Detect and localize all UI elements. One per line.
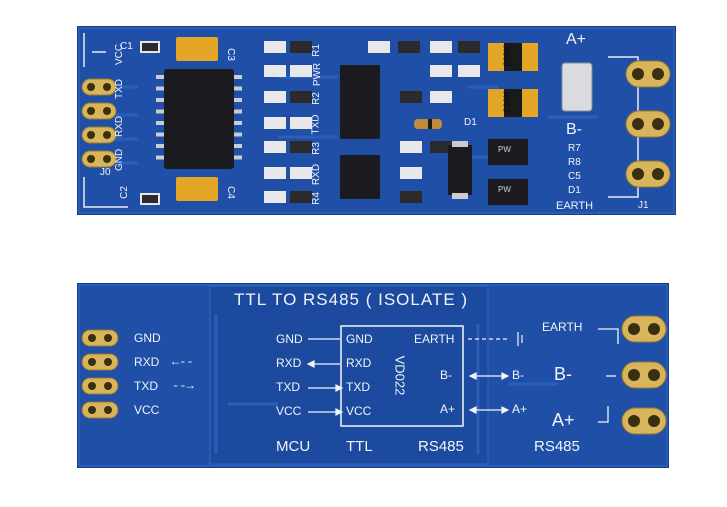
ttl-pin-txd: TXD — [346, 380, 370, 394]
smd-diode-2 — [488, 179, 528, 205]
label-r7: R7 — [568, 143, 581, 154]
label-r2: R2 — [310, 92, 322, 105]
bottom-right-pads — [621, 315, 667, 435]
label-rxd-led: RXD — [311, 163, 323, 186]
mcu-pin-txd: TXD — [276, 380, 300, 394]
label-pwr: PWR — [312, 62, 324, 87]
tvs2-marking: X60J — [501, 91, 512, 113]
left-pin-txd: TXD — [134, 379, 158, 393]
label-txd: TXD — [114, 79, 125, 99]
label-b-minus-bottom: B- — [554, 364, 572, 384]
transceiver-ic — [340, 65, 380, 139]
resistor-array — [264, 41, 312, 203]
bottom-title: TTL TO RS485 ( ISOLATE ) — [234, 290, 469, 309]
bottom-pcb-board: TTL TO RS485 ( ISOLATE ) GND RXD TXD VCC… — [77, 283, 669, 468]
tantalum-cap-c4 — [176, 177, 218, 201]
smd-diode-1 — [488, 139, 528, 165]
left-pin-vcc: VCC — [134, 403, 160, 417]
label-rs485-outer: RS485 — [534, 438, 580, 455]
module-pin-a: A+ — [440, 402, 456, 416]
left-header-pads — [81, 78, 117, 168]
left-pin-rxd: RXD — [134, 355, 160, 369]
label-mcu: MCU — [276, 438, 311, 455]
module-pin-earth: EARTH — [414, 332, 455, 346]
label-d1: D1 — [464, 117, 477, 128]
label-a-plus-bottom: A+ — [552, 410, 575, 430]
out-label-a: A+ — [512, 402, 528, 416]
label-rs485-inner: RS485 — [418, 438, 464, 455]
label-ttl: TTL — [346, 438, 373, 455]
label-a-plus-top: A+ — [566, 31, 587, 48]
bottom-pcb-artwork — [81, 285, 667, 465]
ttl-pin-rxd: RXD — [346, 356, 372, 370]
label-j0: J0 — [100, 167, 111, 178]
module-pin-b: B- — [440, 368, 452, 382]
mcu-pin-rxd: RXD — [276, 356, 302, 370]
label-c2: C2 — [118, 186, 130, 199]
diode1-marking: PW — [498, 145, 511, 154]
top-pcb-artwork — [81, 33, 671, 208]
label-r1: R1 — [310, 44, 322, 57]
out-label-b: B- — [512, 368, 524, 382]
label-rxd: RXD — [114, 115, 125, 137]
label-earth-top: EARTH — [556, 200, 594, 212]
label-vcc: VCC — [114, 43, 125, 65]
ttl-pin-gnd: GND — [346, 332, 373, 346]
label-r8: R8 — [568, 157, 581, 168]
module-outline — [340, 325, 464, 427]
mcu-pin-gnd: GND — [276, 332, 303, 346]
regulator-ic — [340, 155, 380, 199]
smb-diode — [448, 145, 472, 195]
left-arrow-txd: --→ — [172, 379, 194, 393]
label-c4: C4 — [224, 186, 236, 199]
tvs1-marking: X60J — [501, 45, 512, 67]
label-r3: R3 — [310, 142, 322, 155]
module-name: VD022 — [392, 355, 408, 396]
left-arrow-rxd: ←-- — [172, 355, 194, 369]
label-c3: C3 — [224, 48, 236, 61]
label-c5: C5 — [568, 171, 581, 182]
top-pcb-board: C1 C2 C3 C4 J0 VCC TXD RXD GND R1 PWR R2… — [77, 26, 676, 215]
ttl-pin-vcc: VCC — [346, 404, 372, 418]
right-terminal-pads — [625, 60, 671, 188]
label-c1: C1 — [120, 41, 133, 52]
isolator-ic — [156, 69, 242, 169]
bottom-left-pads — [81, 329, 119, 419]
label-r4: R4 — [310, 192, 322, 205]
label-earth-bottom: EARTH — [542, 320, 583, 334]
label-j1: J1 — [638, 200, 649, 211]
label-b-minus-top: B- — [566, 121, 582, 138]
diode2-marking: PW — [498, 185, 511, 194]
tantalum-cap-c3 — [176, 37, 218, 61]
label-gnd: GND — [114, 148, 125, 171]
mcu-pin-vcc: VCC — [276, 404, 302, 418]
label-d1-right: D1 — [568, 185, 581, 196]
label-txd-led: TXD — [310, 114, 322, 135]
left-pin-gnd: GND — [134, 331, 161, 345]
